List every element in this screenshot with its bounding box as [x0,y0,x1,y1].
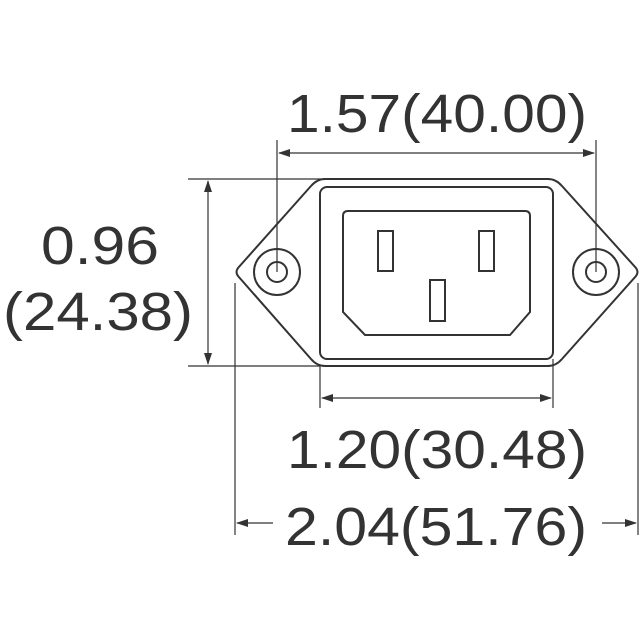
mounting-flange [235,178,639,367]
pin-slot-right [478,230,495,272]
pin-slot-left [377,230,394,272]
label-overall-width: 2.04(51.76) [285,497,587,557]
label-height-in: 0.96 [41,216,159,276]
extension-lines [188,140,639,535]
label-height-mm: (24.38) [3,282,193,342]
label-body-width: 1.20(30.48) [287,420,587,480]
inlet-body [319,186,554,360]
receptacle-opening [342,210,531,336]
pin-slot-earth [429,279,446,322]
label-hole-spacing: 1.57(40.00) [287,84,587,144]
